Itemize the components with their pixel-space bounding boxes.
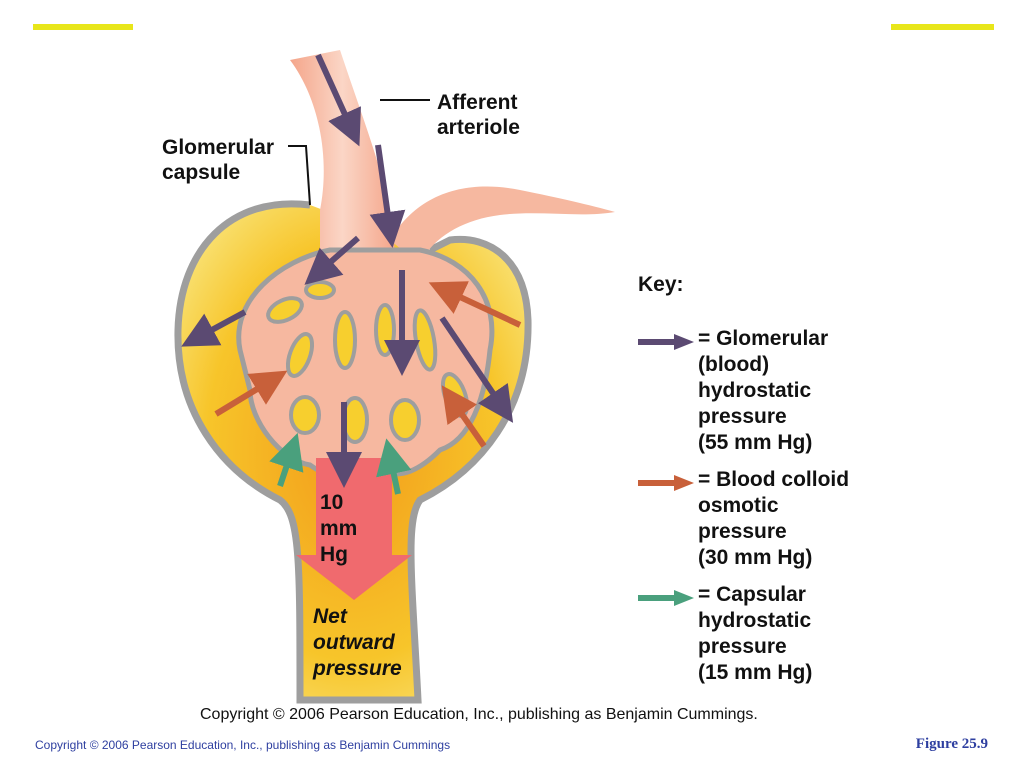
glomerular-capsule-label: Glomerular capsule bbox=[162, 136, 275, 184]
pressure-value-label: 10 mm Hg bbox=[320, 491, 358, 566]
key-text-colloid: = Blood colloid osmotic pressure (30 mm … bbox=[698, 468, 850, 569]
purple-arrow-icon bbox=[638, 334, 694, 350]
slide-copyright: Copyright © 2006 Pearson Education, Inc.… bbox=[35, 738, 451, 752]
accent-bar-left bbox=[33, 24, 133, 30]
key-text-glomerular: = Glomerular (blood) hydrostatic pressur… bbox=[698, 327, 829, 454]
net-pressure-arrow bbox=[296, 458, 412, 600]
capillary-tuft bbox=[236, 247, 495, 480]
key-title: Key: bbox=[638, 273, 684, 296]
glomerular-pressure-arrows bbox=[181, 53, 514, 488]
afferent-arteriole-label: Afferent arteriole bbox=[437, 91, 520, 139]
orange-arrow-icon bbox=[638, 475, 694, 491]
capsular-pressure-arrows bbox=[269, 432, 412, 495]
capsule-leader-line bbox=[288, 145, 311, 206]
colloid-pressure-arrows bbox=[214, 281, 522, 448]
afferent-arteriole-shape bbox=[290, 50, 615, 265]
key-text-capsular: = Capsular hydrostatic pressure (15 mm H… bbox=[698, 583, 813, 684]
figure-number: Figure 25.9 bbox=[915, 736, 988, 752]
net-outward-pressure-label: Net outward pressure bbox=[313, 605, 402, 680]
green-arrow-icon bbox=[638, 590, 694, 606]
accent-bar-right bbox=[891, 24, 994, 30]
figure-copyright: Copyright © 2006 Pearson Education, Inc.… bbox=[200, 706, 758, 723]
